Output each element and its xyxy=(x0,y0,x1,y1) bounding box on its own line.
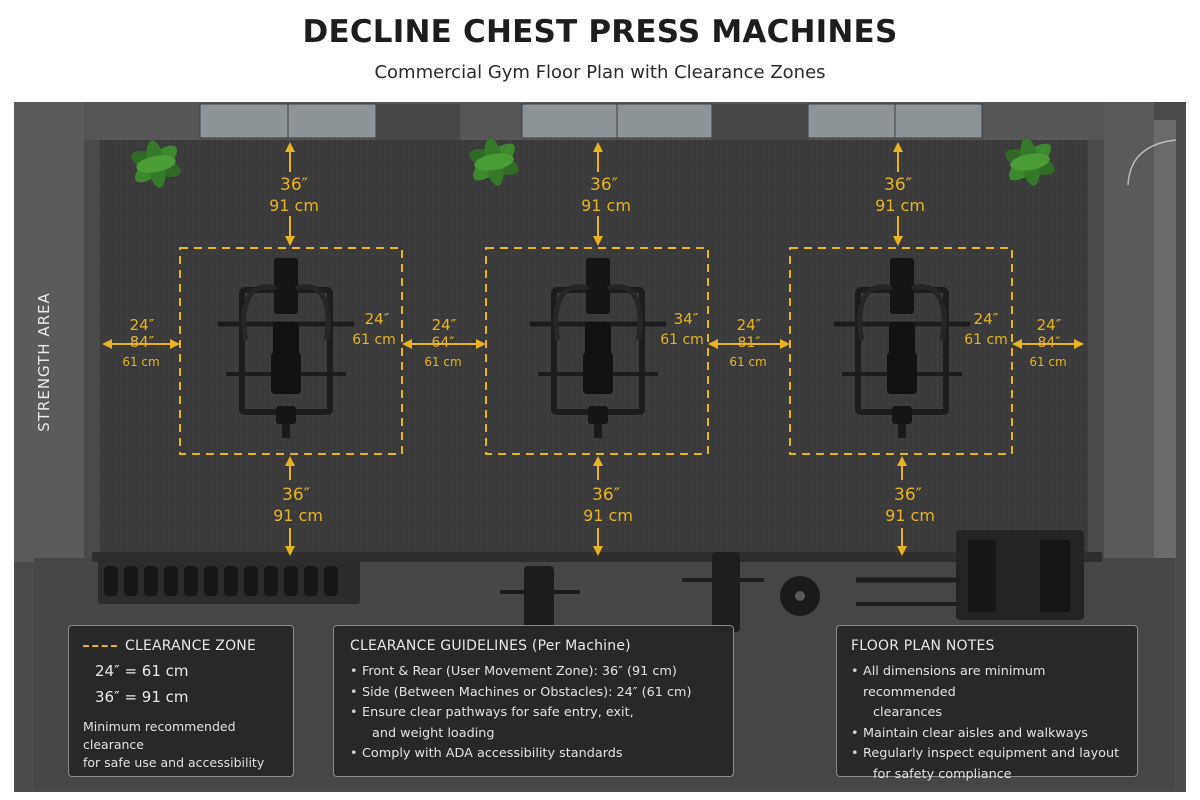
side-clearance-cm: 61 cm xyxy=(729,355,766,369)
rear-clearance-in: 36″ xyxy=(282,485,310,505)
clearance-zone-2 xyxy=(485,247,709,455)
rear-clearance-cm: 91 cm xyxy=(885,506,935,525)
right-wall xyxy=(1104,102,1154,562)
legend-header: CLEARANCE ZONE xyxy=(83,638,279,654)
side-clearance-cm: 61 cm xyxy=(1029,355,1066,369)
chest-press-machine-icon xyxy=(218,258,354,438)
list-item: Regularly inspect equipment and layoutfo… xyxy=(851,744,1123,785)
chest-press-machine-icon xyxy=(530,258,666,438)
cable-machine-icon xyxy=(856,530,1084,620)
rear-clearance-cm: 91 cm xyxy=(583,506,633,525)
side-clearance-alt-in: 81″ xyxy=(737,335,760,351)
legend-footnote-line: Minimum recommended clearance xyxy=(83,719,236,752)
legend-footnote-line: for safe use and accessibility xyxy=(83,755,265,770)
side-clearance-alt-in: 64″ xyxy=(431,335,454,351)
notes-panel: FLOOR PLAN NOTES All dimensions are mini… xyxy=(836,625,1138,782)
dashed-line-icon xyxy=(83,645,117,647)
side-clearance-in: 34″ xyxy=(674,310,699,328)
side-clearance-alt-in: 84″ xyxy=(1037,335,1060,351)
front-clearance-cm: 91 cm xyxy=(875,196,925,215)
rear-clearance-in: 36″ xyxy=(592,485,620,505)
plant-icon xyxy=(131,140,181,188)
left-wall xyxy=(14,102,84,562)
side-clearance-cm: 61 cm xyxy=(424,355,461,369)
side-clearance-cm: 61 cm xyxy=(352,332,396,348)
list-item: All dimensions are minimum recommendedcl… xyxy=(851,662,1123,724)
legend-footnote: Minimum recommended clearance for safe u… xyxy=(83,718,279,772)
door-swing xyxy=(1127,139,1177,186)
guidelines-list: Front & Rear (User Movement Zone): 36″ (… xyxy=(350,662,717,765)
equipment-strip xyxy=(92,552,1102,562)
clearance-zone-1 xyxy=(179,247,403,455)
plant-icon xyxy=(1005,138,1055,186)
front-clearance-in: 36″ xyxy=(280,175,308,195)
side-clearance-in: 24″ xyxy=(1037,316,1062,334)
side-clearance-in: 24″ xyxy=(130,316,155,334)
side-clearance-in: 24″ xyxy=(365,310,390,328)
wall-pillar xyxy=(712,104,808,142)
side-clearance-in: 24″ xyxy=(432,316,457,334)
side-clearance-in: 24″ xyxy=(974,310,999,328)
front-clearance-in: 36″ xyxy=(884,175,912,195)
side-clearance-alt-in: 84″ xyxy=(130,333,155,351)
side-clearance-cm: 61 cm xyxy=(660,332,704,348)
list-item: Front & Rear (User Movement Zone): 36″ (… xyxy=(350,662,717,683)
front-clearance-in: 36″ xyxy=(590,175,618,195)
list-item: Comply with ADA accessibility standards xyxy=(350,744,717,765)
plant-icon xyxy=(469,138,519,186)
list-item: Maintain clear aisles and walkways xyxy=(851,724,1123,745)
legend-row-24: 24″ = 61 cm xyxy=(95,662,189,680)
strength-area-label: STRENGTH AREA xyxy=(35,292,53,432)
chest-press-machine-icon xyxy=(834,258,970,438)
side-clearance-cm: 61 cm xyxy=(122,355,159,369)
right-door-frame xyxy=(1154,120,1176,558)
weight-bench-icon xyxy=(682,552,764,632)
legend-panel: CLEARANCE ZONE 24″ = 61 cm 36″ = 91 cm M… xyxy=(68,625,294,777)
wall-pillar xyxy=(376,104,460,142)
side-clearance-cm: 61 cm xyxy=(964,332,1008,348)
page-subtitle: Commercial Gym Floor Plan with Clearance… xyxy=(374,62,826,83)
front-clearance-cm: 91 cm xyxy=(581,196,631,215)
weight-bench-icon xyxy=(500,566,580,628)
page-title: DECLINE CHEST PRESS MACHINES xyxy=(302,14,898,50)
list-item: Ensure clear pathways for safe entry, ex… xyxy=(350,703,717,744)
rear-clearance-cm: 91 cm xyxy=(273,506,323,525)
weight-plate-icon xyxy=(780,576,820,616)
dumbbell-rack-icon xyxy=(98,560,360,604)
front-clearance-cm: 91 cm xyxy=(269,196,319,215)
guidelines-title: CLEARANCE GUIDELINES (Per Machine) xyxy=(350,638,631,654)
legend-title: CLEARANCE ZONE xyxy=(125,638,257,654)
guidelines-panel: CLEARANCE GUIDELINES (Per Machine) Front… xyxy=(333,625,734,777)
clearance-zone-3 xyxy=(789,247,1013,455)
rear-clearance-in: 36″ xyxy=(894,485,922,505)
side-clearance-in: 24″ xyxy=(737,316,762,334)
list-item: Side (Between Machines or Obstacles): 24… xyxy=(350,683,717,704)
legend-row-36: 36″ = 91 cm xyxy=(95,688,189,706)
notes-list: All dimensions are minimum recommendedcl… xyxy=(851,662,1123,785)
notes-title: FLOOR PLAN NOTES xyxy=(851,638,995,654)
